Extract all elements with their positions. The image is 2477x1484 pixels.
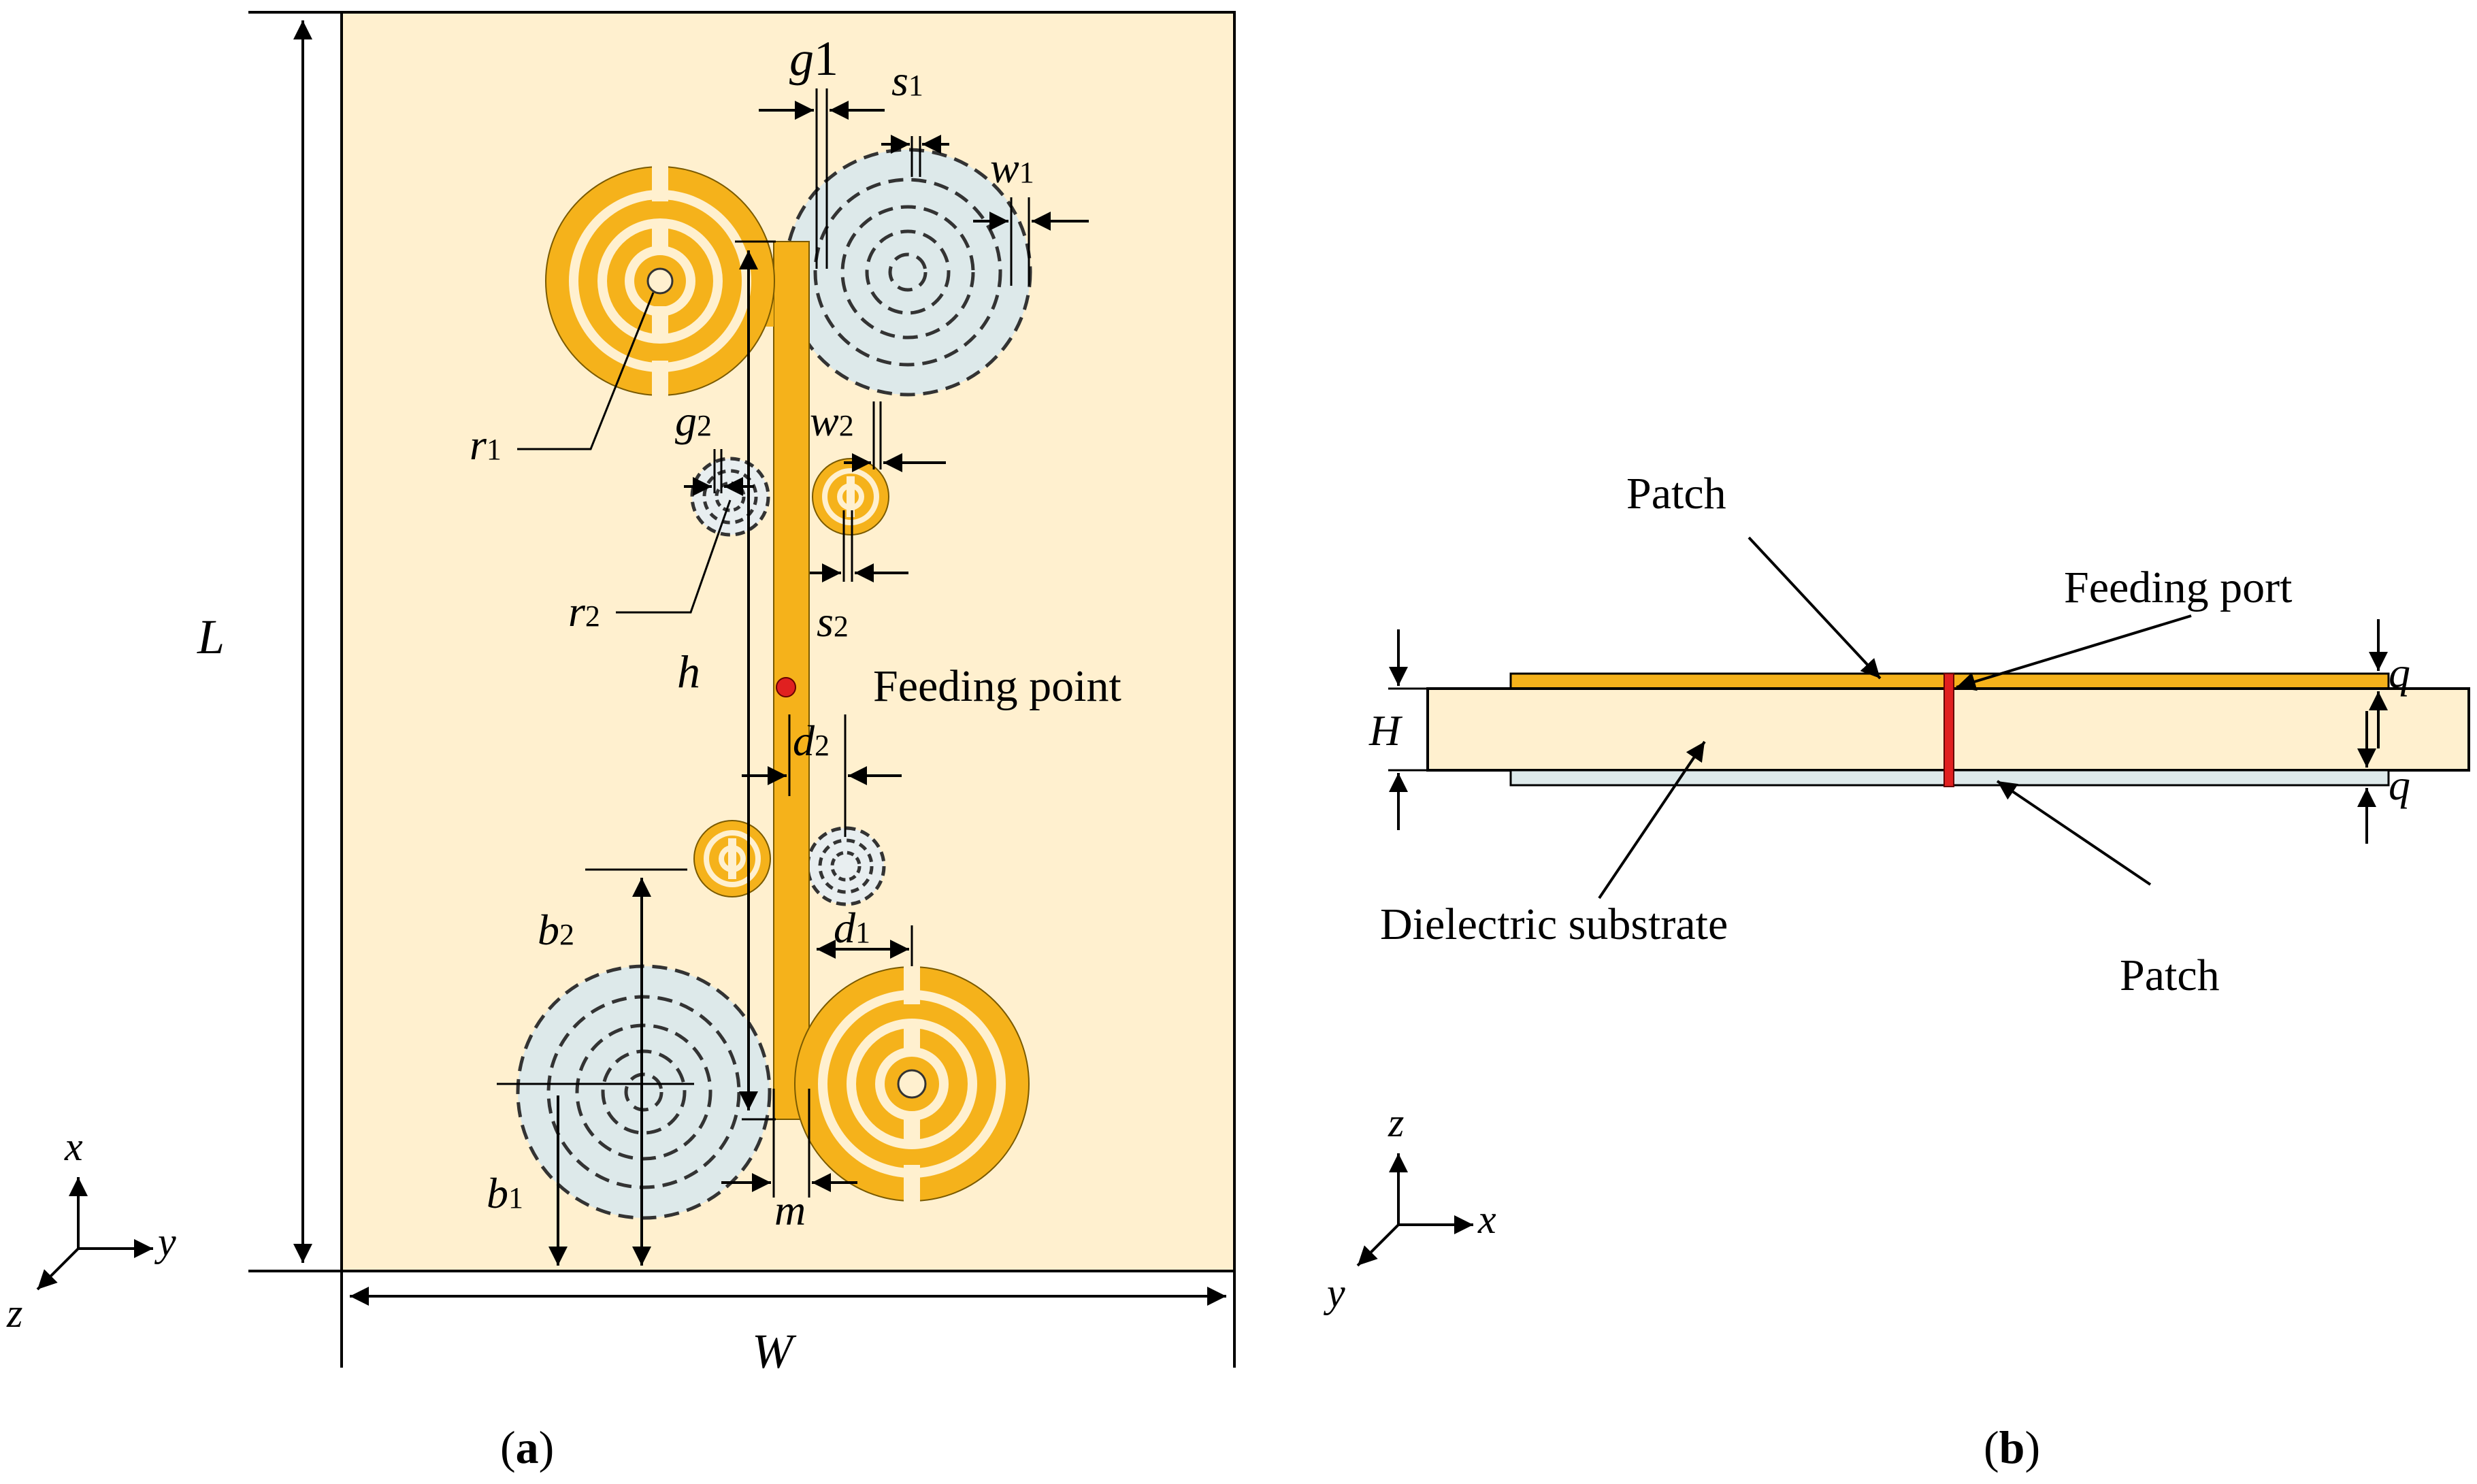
dim-s2: s2 [817,597,849,646]
svg-text:z: z [1388,1100,1404,1145]
front-ring-bottom-large [794,965,1030,1204]
dim-m: m [774,1186,806,1234]
svg-text:y: y [1323,1270,1345,1315]
dim-W: W [752,1324,797,1379]
svg-text:x: x [1477,1197,1496,1242]
feeding-point-label: Feeding point [873,661,1121,711]
axes-a: x y z [6,1124,176,1336]
top-patch-label: Patch [1626,469,1726,518]
substrate-label: Dielectric substrate [1380,900,1728,949]
caption-a: (a) [500,1421,554,1473]
caption-b: (b) [1984,1421,2040,1473]
dim-L: L [197,610,225,664]
dim-g1: g1 [789,31,838,86]
back-ring-upper-small [690,457,770,537]
dim-s1: s1 [891,56,923,105]
dim-r2: r2 [568,587,600,636]
panel-b: Patch Feeding port Dielectric substrate … [1323,469,2470,1473]
dim-d2: d2 [793,716,830,765]
dim-b2: b2 [538,906,574,954]
axes-b: z x y [1323,1100,1496,1315]
svg-text:z: z [6,1291,22,1336]
dim-H: H [1368,706,1403,755]
bottom-patch-label: Patch [2120,951,2220,1000]
svg-text:y: y [154,1219,176,1264]
dim-w1: w1 [990,144,1034,192]
svg-text:x: x [64,1124,83,1169]
dim-q-top: q [2389,648,2410,697]
back-ring-bottom-large [516,964,772,1220]
feeding-port [1943,673,1954,787]
front-ring-lower-small [693,820,771,897]
dim-r1: r1 [470,421,502,469]
dim-h: h [677,646,700,697]
feeding-port-label: Feeding port [2064,563,2292,612]
dim-d1: d1 [834,904,870,952]
dim-b1: b1 [487,1169,523,1217]
dim-q-bottom: q [2389,761,2410,809]
feeding-point-dot [776,677,796,697]
dim-g2: g2 [675,397,712,445]
front-ring-upper-small [812,458,889,535]
dim-w2: w2 [810,397,854,445]
front-ring-top-large [545,163,775,398]
panel-a: Feeding point L W h b1 b2 r1 r2 [6,11,1236,1473]
back-ring-lower-small [806,826,886,906]
